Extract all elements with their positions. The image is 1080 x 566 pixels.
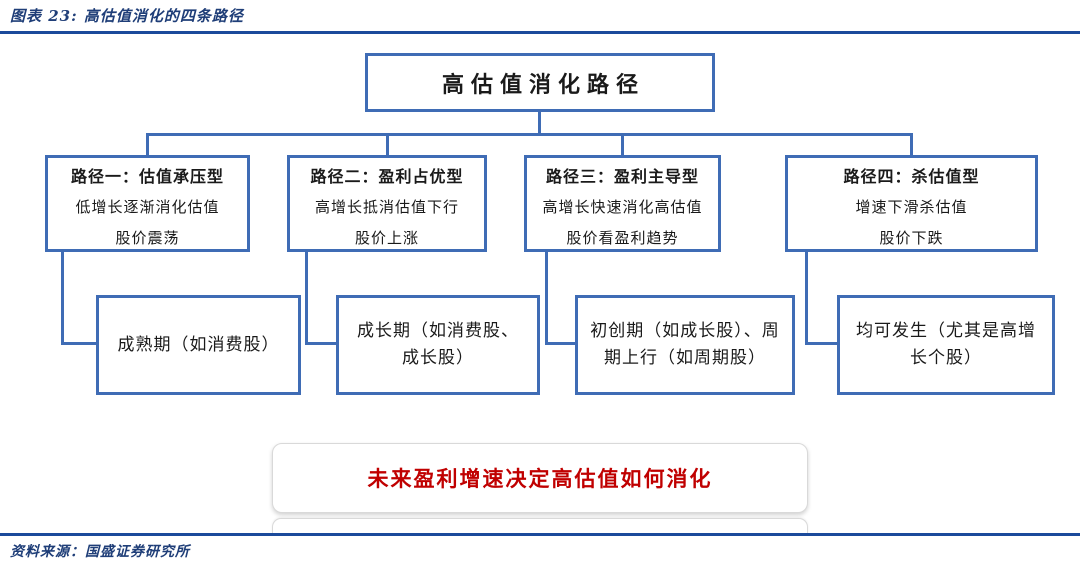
path2-stage-label: 成长期（如消费股、成长股） (357, 321, 519, 368)
top-divider-rule (0, 31, 1080, 34)
connector-path2-vertical (305, 252, 308, 345)
connector-path3-horizontal (545, 342, 575, 345)
path3-stage-box: 初创期（如成长股）、周期上行（如周期股） (575, 295, 795, 395)
path1-box: 路径一：估值承压型 低增长逐渐消化估值 股价震荡 (45, 155, 250, 252)
conclusion-banner-partial (272, 518, 808, 534)
root-node-label: 高估值消化路径 (441, 71, 645, 98)
path2-desc2: 股价上涨 (354, 229, 419, 247)
connector-path4-horizontal (805, 342, 837, 345)
path4-desc2: 股价下跌 (879, 229, 944, 247)
path4-title: 路径四：杀估值型 (843, 167, 980, 186)
path3-title: 路径三：盈利主导型 (545, 167, 699, 186)
path3-desc2: 股价看盈利趋势 (566, 229, 679, 247)
connector-root-stem (538, 112, 541, 133)
path2-title: 路径二：盈利占优型 (310, 167, 464, 186)
connector-path3-vertical (545, 252, 548, 345)
path2-stage-box: 成长期（如消费股、成长股） (336, 295, 540, 395)
connector-stub-path1 (146, 133, 149, 155)
connector-path2-horizontal (305, 342, 336, 345)
path4-stage-label: 均可发生（尤其是高增长个股） (856, 321, 1036, 368)
conclusion-banner: 未来盈利增速决定高估值如何消化 (272, 443, 808, 513)
path2-box: 路径二：盈利占优型 高增长抵消估值下行 股价上涨 (287, 155, 487, 252)
source-note: 资料来源：国盛证券研究所 (10, 544, 190, 560)
figure-caption: 图表 23: 高估值消化的四条路径 (10, 7, 244, 25)
path1-stage-label: 成熟期（如消费股） (117, 334, 280, 355)
path4-stage-box: 均可发生（尤其是高增长个股） (837, 295, 1055, 395)
connector-stub-path4 (910, 133, 913, 155)
path3-desc1: 高增长快速消化高估值 (542, 198, 703, 216)
root-node-valuation-digestion-paths: 高估值消化路径 (365, 53, 715, 112)
path1-desc1: 低增长逐渐消化估值 (75, 198, 220, 216)
conclusion-text: 未来盈利增速决定高估值如何消化 (367, 466, 713, 491)
path1-title: 路径一：估值承压型 (70, 167, 224, 186)
connector-stub-path3 (621, 133, 624, 155)
connector-path4-vertical (805, 252, 808, 345)
path3-box: 路径三：盈利主导型 高增长快速消化高估值 股价看盈利趋势 (524, 155, 721, 252)
connector-path1-vertical (61, 252, 64, 345)
connector-stub-path2 (386, 133, 389, 155)
connector-bus (146, 133, 913, 136)
path1-desc2: 股价震荡 (115, 229, 180, 247)
path4-desc1: 增速下滑杀估值 (855, 198, 968, 216)
path3-stage-label: 初创期（如成长股）、周期上行（如周期股） (590, 321, 780, 368)
path4-box: 路径四：杀估值型 增速下滑杀估值 股价下跌 (785, 155, 1038, 252)
path2-desc1: 高增长抵消估值下行 (314, 198, 459, 216)
path1-stage-box: 成熟期（如消费股） (96, 295, 301, 395)
bottom-divider-rule (0, 533, 1080, 536)
connector-path1-horizontal (61, 342, 96, 345)
